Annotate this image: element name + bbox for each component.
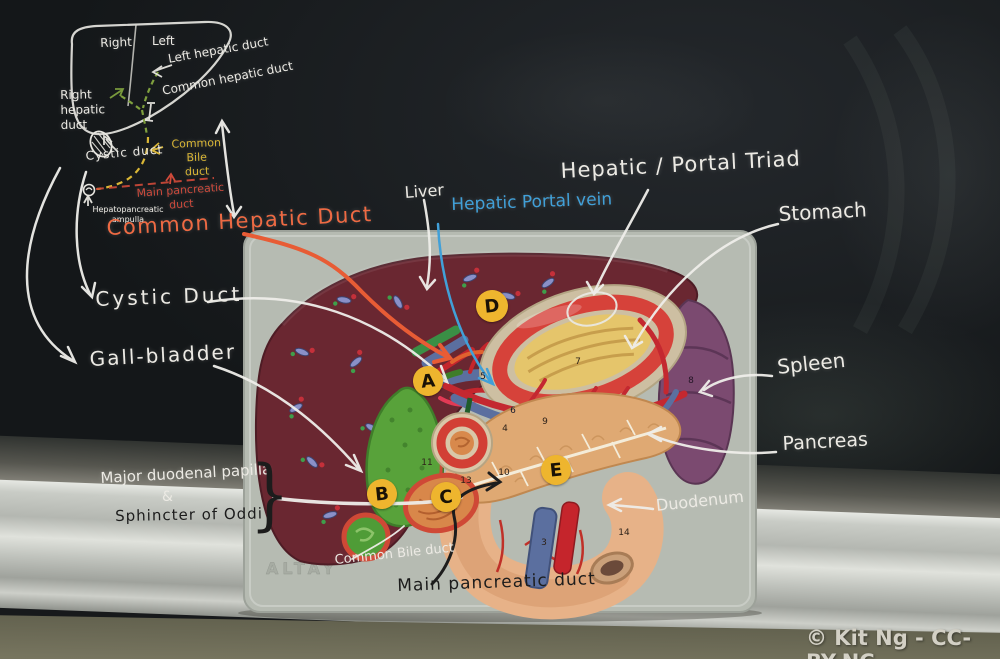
part-number-5: 5 — [480, 372, 486, 382]
diagram-right-hepatic-duct-label: Right hepatic duct — [60, 87, 106, 132]
faint-erased-chalk — [440, 30, 760, 170]
eraser-swirls — [843, 25, 956, 335]
part-number-8: 8 — [688, 376, 694, 386]
part-number-14: 14 — [618, 528, 630, 538]
part-number-4: 4 — [502, 424, 508, 434]
sphincter-of-oddi-label: Sphincter of Oddi — [115, 504, 264, 525]
diagram-right-lobe-label: Right — [100, 34, 133, 50]
portal-vein-arrow — [436, 222, 496, 387]
common-hepatic-duct-arrow — [242, 232, 454, 364]
part-number-7: 7 — [575, 357, 581, 367]
cystic-duct-label: Cystic Duct — [95, 281, 243, 311]
pancreas-label: Pancreas — [782, 428, 869, 455]
papilla-brace: } — [250, 448, 290, 540]
circled-portal-triad — [566, 291, 618, 327]
part-number-6: 6 — [510, 406, 516, 416]
copyright-watermark: © Kit Ng - CC-BY-NC — [806, 626, 972, 659]
part-number-3: 3 — [541, 538, 547, 548]
main-pancreatic-duct-arrow — [430, 471, 503, 586]
part-number-9: 9 — [542, 417, 548, 427]
liver-label: Liver — [404, 180, 445, 202]
part-number-10: 10 — [498, 468, 510, 478]
diagram-common-bile-duct-label: Common Bile duct — [171, 136, 222, 178]
chalk-duct-diagram — [70, 20, 232, 206]
part-number-11: 11 — [421, 458, 433, 468]
diagram-left-lobe-label: Left — [152, 34, 175, 48]
pancreas-shape — [455, 392, 682, 590]
part-number-13: 13 — [460, 476, 472, 486]
stomach-label: Stomach — [778, 197, 868, 226]
ampersand-label: & — [162, 489, 173, 505]
diagram-hepatopancreatic-ampulla-label: Hepatopancreatic ampulla — [92, 205, 164, 224]
